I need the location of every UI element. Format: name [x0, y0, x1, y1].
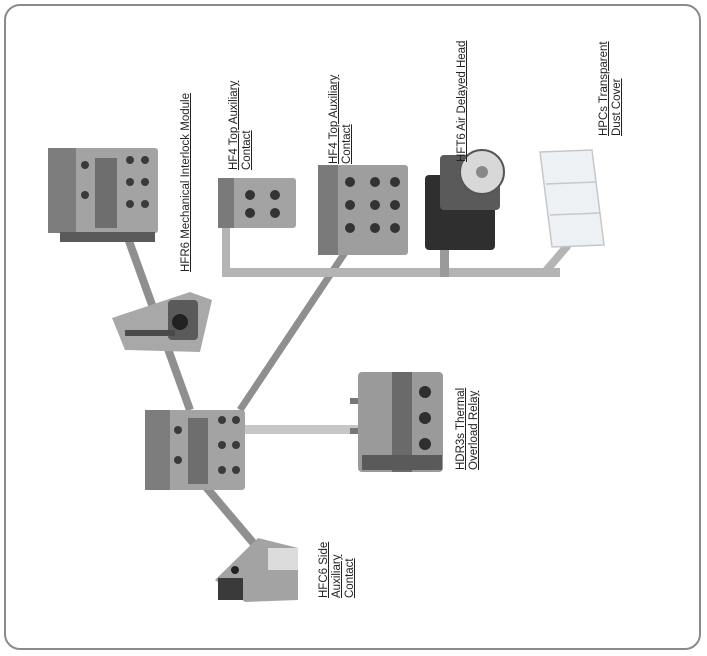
- hf4-small-contact-image: [218, 178, 296, 228]
- label-text: Auxiliary: [331, 554, 343, 598]
- label-hfr6-interlock: HFR6 Mechanical Interlock Module: [180, 93, 193, 272]
- label-text: HF4 Top Auxiliary: [228, 80, 240, 170]
- hfr6-contactor-image: [48, 148, 158, 242]
- label-hdr3s-overload-relay: HDR3s Thermal Overload Relay: [455, 388, 481, 470]
- label-hf4-small-contact: HF4 Top Auxiliary Contact: [228, 81, 254, 170]
- label-hpc-dust-cover: HPCs Transparent Dust Cover: [598, 41, 624, 136]
- hft6-delay-head-image: [425, 149, 505, 250]
- hfc6-side-contact-image: [215, 538, 298, 602]
- label-text: HFT6 Air Delayed Head: [456, 40, 468, 162]
- connector-main-to-side-contact: [196, 477, 259, 548]
- connector-top-bus: [222, 268, 560, 277]
- label-text: HFC6 Side: [318, 541, 330, 598]
- hdr3s-overload-relay-image: [350, 372, 443, 472]
- label-hfc6-side-contact: HFC6 Side Auxiliary Contact: [318, 542, 357, 598]
- main-contactor-image: [145, 410, 245, 490]
- hpc-dust-cover-image: [539, 149, 605, 248]
- hf4-big-contact-image: [318, 165, 408, 255]
- label-text: Contact: [241, 130, 253, 170]
- connector-lines: [121, 225, 572, 548]
- label-text: Dust Cover: [611, 78, 623, 136]
- label-text: HDR3s Thermal: [455, 387, 467, 470]
- label-text: Overload Relay: [468, 390, 480, 470]
- label-text: HFR6 Mechanical Interlock Module: [180, 93, 192, 272]
- label-text: Contact: [341, 124, 353, 164]
- label-hft6-delay-head: HFT6 Air Delayed Head: [456, 41, 469, 162]
- label-text: HF4 Top Auxiliary: [328, 74, 340, 164]
- label-text: HPCs Transparent: [598, 41, 610, 136]
- label-text: Contact: [344, 558, 356, 598]
- label-hf4-big-contact: HF4 Top Auxiliary Contact: [328, 75, 354, 164]
- diagram-frame: [4, 4, 701, 650]
- hfr6-interlock-image: [112, 292, 212, 352]
- connector-overload-bar: [245, 425, 375, 434]
